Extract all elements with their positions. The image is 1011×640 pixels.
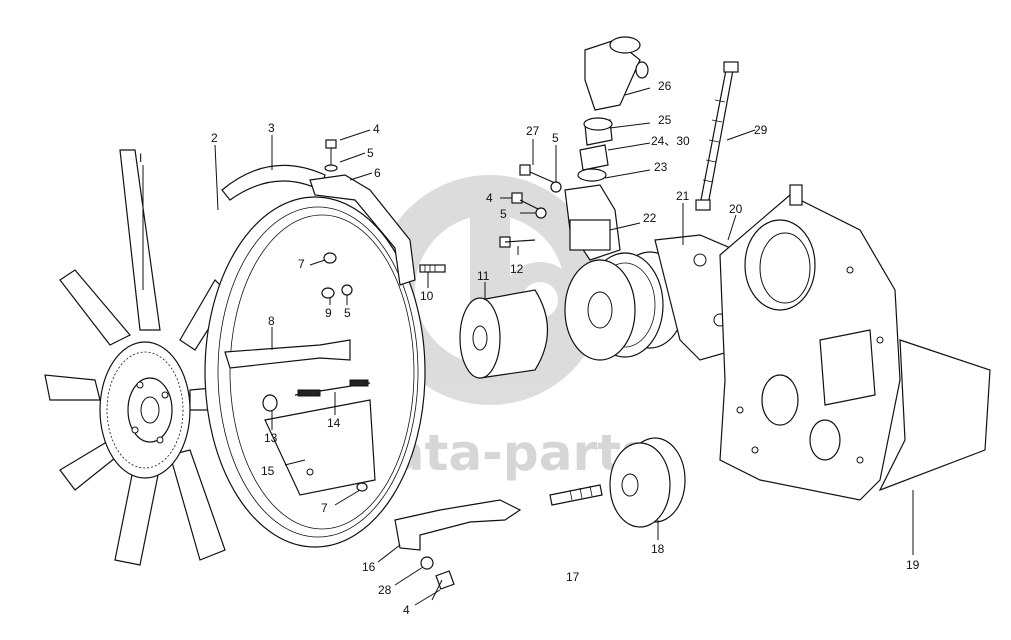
callout-25: 25: [658, 113, 672, 127]
crank-pulley: [549, 437, 686, 528]
callout-5: 5: [367, 146, 374, 160]
nut-7-lower: [356, 482, 368, 492]
callout-16: 16: [362, 560, 376, 574]
callout-29: 29: [754, 123, 768, 137]
leader-lines: [142, 87, 914, 606]
callout-5: 5: [500, 207, 507, 221]
callout-19: 19: [906, 558, 920, 572]
callout-28: 28: [378, 583, 392, 597]
shroud-segment: [221, 164, 326, 201]
pipe-29: [695, 61, 739, 211]
fan: [44, 149, 246, 566]
callout-8: 8: [268, 314, 275, 328]
callout-3: 3: [268, 121, 275, 135]
callout-7: 7: [321, 501, 328, 515]
thermostat-housing: [564, 184, 621, 261]
callout-10: 10: [420, 289, 434, 303]
callout-4: 4: [373, 122, 380, 136]
nut-13: [262, 394, 278, 412]
callout-24-30: 24、30: [651, 134, 690, 148]
callout-1: I: [139, 151, 142, 165]
callout-27: 27: [526, 124, 540, 138]
callout-17: 17: [566, 570, 580, 584]
callout-23: 23: [654, 160, 668, 174]
spacer-cylinder: [459, 289, 549, 379]
nuts-upper: [321, 252, 353, 299]
stud-14: [294, 379, 371, 397]
callout-5: 5: [552, 131, 559, 145]
callout-12: 12: [510, 262, 524, 276]
timing-gear-housing: [719, 184, 991, 501]
callout-21: 21: [676, 189, 690, 203]
callout-4: 4: [403, 603, 410, 617]
callout-7: 7: [298, 257, 305, 271]
callout-22: 22: [643, 211, 657, 225]
callout-26: 26: [658, 79, 672, 93]
bolt-top: [324, 139, 338, 172]
callout-11: 11: [477, 269, 490, 283]
support-bracket-8: [224, 339, 351, 369]
callout-5: 5: [344, 306, 351, 320]
callout-4: 4: [486, 191, 493, 205]
callout-20: 20: [729, 202, 743, 216]
callout-18: 18: [651, 542, 665, 556]
callout-6: 6: [374, 166, 381, 180]
housing-fasteners: [499, 164, 562, 248]
callout-labels: I 2 3 4 5 6 7 9 5 10 8 11 13 14 15 7 16 …: [139, 79, 920, 617]
fan-shroud-ring: [204, 196, 426, 548]
stud-10: [419, 264, 446, 273]
lower-fasteners: [420, 556, 455, 601]
callout-14: 14: [327, 416, 341, 430]
callout-2: 2: [211, 131, 218, 145]
hose-assembly: [577, 36, 649, 182]
lower-bracket-16: [394, 499, 522, 551]
shroud-bracket: [309, 174, 416, 286]
callout-9: 9: [325, 306, 332, 320]
callout-13: 13: [264, 431, 278, 445]
callout-15: 15: [261, 464, 275, 478]
